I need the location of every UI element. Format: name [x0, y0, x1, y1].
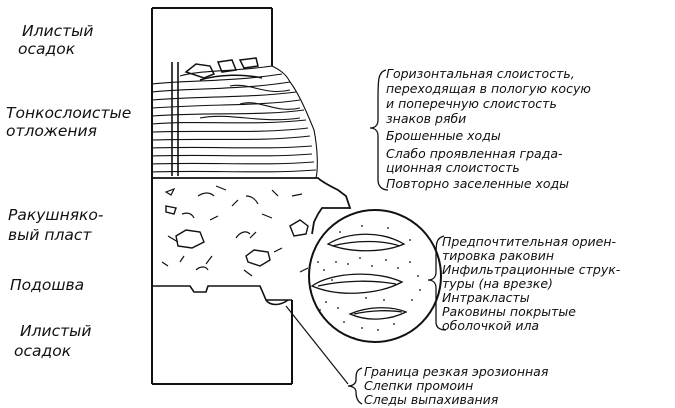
- label-shell-bed: Ракушняко- вый пласт: [8, 206, 108, 244]
- middle-annotation-group: Предпочтительная ориен- тировка раковин …: [428, 234, 624, 333]
- lower-annotation-text: Граница резкая эрозионная Слепки промоин…: [364, 364, 552, 407]
- shell-bed-boundary: [152, 178, 350, 234]
- upper-annotation-group: Горизонтальная слоистость, переходящая в…: [370, 66, 595, 191]
- laminated-layer: [152, 66, 317, 178]
- label-muddy-sediment-bottom: Илистый осадок: [14, 322, 96, 360]
- erosional-base: [152, 286, 292, 305]
- burrow-tube: [172, 62, 178, 176]
- label-base: Подошва: [10, 276, 84, 294]
- left-labels: Илистый осадок Тонкослоистые отложения Р…: [6, 22, 136, 360]
- upper-annotation-text: Горизонтальная слоистость, переходящая в…: [386, 66, 595, 191]
- sediment-column: [152, 8, 292, 384]
- label-thin-layered-deposits: Тонкослоистые отложения: [6, 104, 136, 140]
- label-muddy-sediment-top: Илистый осадок: [18, 22, 98, 58]
- lower-brace: [348, 368, 362, 404]
- middle-annotation-text: Предпочтительная ориен- тировка раковин …: [442, 234, 624, 333]
- inset-circle: [309, 210, 441, 342]
